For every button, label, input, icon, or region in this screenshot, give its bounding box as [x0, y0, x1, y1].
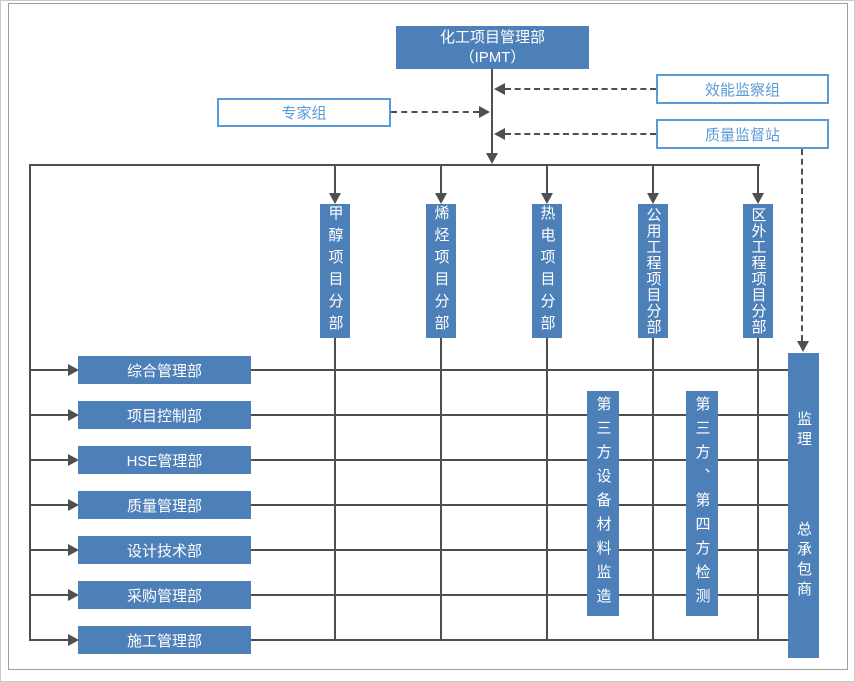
connector-line — [757, 338, 759, 641]
department-box: 项目控制部 — [78, 401, 251, 429]
connector-line — [652, 166, 654, 193]
ipmt-box: 化工项目管理部 （IPMT） — [396, 26, 589, 69]
arrow-right-icon — [68, 589, 79, 601]
project-division-label: 烯烃项目分部 — [432, 205, 450, 337]
efficiency-supervision-label: 效能监察组 — [704, 81, 780, 99]
department-label: 质量管理部 — [126, 497, 202, 515]
connector-line — [251, 369, 788, 371]
connector-line — [251, 459, 788, 461]
quality-supervision-station-label: 质量监督站 — [704, 126, 780, 144]
project-division-box: 甲醇项目分部 — [320, 204, 350, 338]
connector-line — [29, 459, 68, 461]
connector-line — [757, 166, 759, 193]
connector-line — [251, 549, 788, 551]
arrow-down-icon — [329, 193, 341, 204]
connector-line — [251, 414, 788, 416]
arrow-right-icon — [68, 409, 79, 421]
connector-line — [29, 164, 31, 641]
department-box: 质量管理部 — [78, 491, 251, 519]
quality-supervision-station-box: 质量监督站 — [656, 119, 829, 149]
connector-line — [546, 166, 548, 193]
third-party-materials-supervision-label: 第三方设备材料监造 — [594, 395, 612, 612]
dashed-connector-line — [391, 111, 479, 113]
ipmt-title-line1: 化工项目管理部 — [439, 28, 545, 46]
connector-line — [546, 338, 548, 641]
arrow-right-icon — [479, 106, 490, 118]
project-division-label: 甲醇项目分部 — [326, 205, 344, 337]
department-label: 综合管理部 — [126, 362, 202, 380]
connector-line — [29, 549, 68, 551]
connector-line — [251, 639, 788, 641]
connector-line — [491, 68, 493, 153]
project-division-box: 烯烃项目分部 — [426, 204, 456, 338]
department-label: 设计技术部 — [126, 542, 202, 560]
project-division-box: 区外工程项目分部 — [743, 204, 773, 338]
third-party-materials-supervision-box: 第三方设备材料监造 — [587, 391, 619, 616]
connector-line — [29, 414, 68, 416]
department-label: HSE管理部 — [126, 452, 203, 470]
department-box: 设计技术部 — [78, 536, 251, 564]
connector-line — [29, 594, 68, 596]
connector-line — [29, 369, 68, 371]
arrow-down-icon — [435, 193, 447, 204]
department-label: 施工管理部 — [126, 632, 202, 650]
project-division-label: 公用工程项目分部 — [644, 207, 662, 335]
connector-line — [440, 166, 442, 193]
arrow-right-icon — [68, 454, 79, 466]
third-fourth-party-inspection-label: 第三方、第四方检测 — [693, 395, 711, 612]
arrow-left-icon — [494, 83, 505, 95]
connector-line — [652, 338, 654, 641]
arrow-down-icon — [486, 153, 498, 164]
connector-line — [334, 338, 336, 641]
supervision-label: 监理 — [795, 410, 812, 451]
project-division-box: 热电项目分部 — [532, 204, 562, 338]
project-division-label: 区外工程项目分部 — [749, 207, 767, 335]
arrow-down-icon — [797, 341, 809, 352]
department-label: 采购管理部 — [126, 587, 202, 605]
department-box: 采购管理部 — [78, 581, 251, 609]
connector-line — [29, 504, 68, 506]
project-division-label: 热电项目分部 — [538, 205, 556, 337]
department-box: 综合管理部 — [78, 356, 251, 384]
connector-line — [29, 164, 760, 166]
arrow-down-icon — [647, 193, 659, 204]
efficiency-supervision-box: 效能监察组 — [656, 74, 829, 104]
dashed-connector-line — [505, 133, 656, 135]
arrow-left-icon — [494, 128, 505, 140]
connector-line — [251, 504, 788, 506]
third-fourth-party-inspection-box: 第三方、第四方检测 — [686, 391, 718, 616]
arrow-down-icon — [541, 193, 553, 204]
dashed-connector-line — [801, 149, 803, 341]
supervision-contractor-box: 监理 总承包商 — [788, 353, 819, 658]
project-division-box: 公用工程项目分部 — [638, 204, 668, 338]
ipmt-title-line2: （IPMT） — [459, 48, 526, 66]
connector-line — [29, 639, 68, 641]
connector-line — [440, 338, 442, 641]
arrow-right-icon — [68, 544, 79, 556]
connector-line — [334, 166, 336, 193]
department-box: HSE管理部 — [78, 446, 251, 474]
arrow-down-icon — [752, 193, 764, 204]
dashed-connector-line — [505, 88, 656, 90]
department-box: 施工管理部 — [78, 626, 251, 654]
arrow-right-icon — [68, 364, 79, 376]
arrow-right-icon — [68, 634, 79, 646]
page-border — [8, 3, 848, 670]
expert-group-box: 专家组 — [217, 98, 391, 127]
arrow-right-icon — [68, 499, 79, 511]
connector-line — [251, 594, 788, 596]
expert-group-label: 专家组 — [281, 105, 327, 122]
department-label: 项目控制部 — [126, 407, 202, 425]
general-contractor-label: 总承包商 — [795, 520, 812, 601]
